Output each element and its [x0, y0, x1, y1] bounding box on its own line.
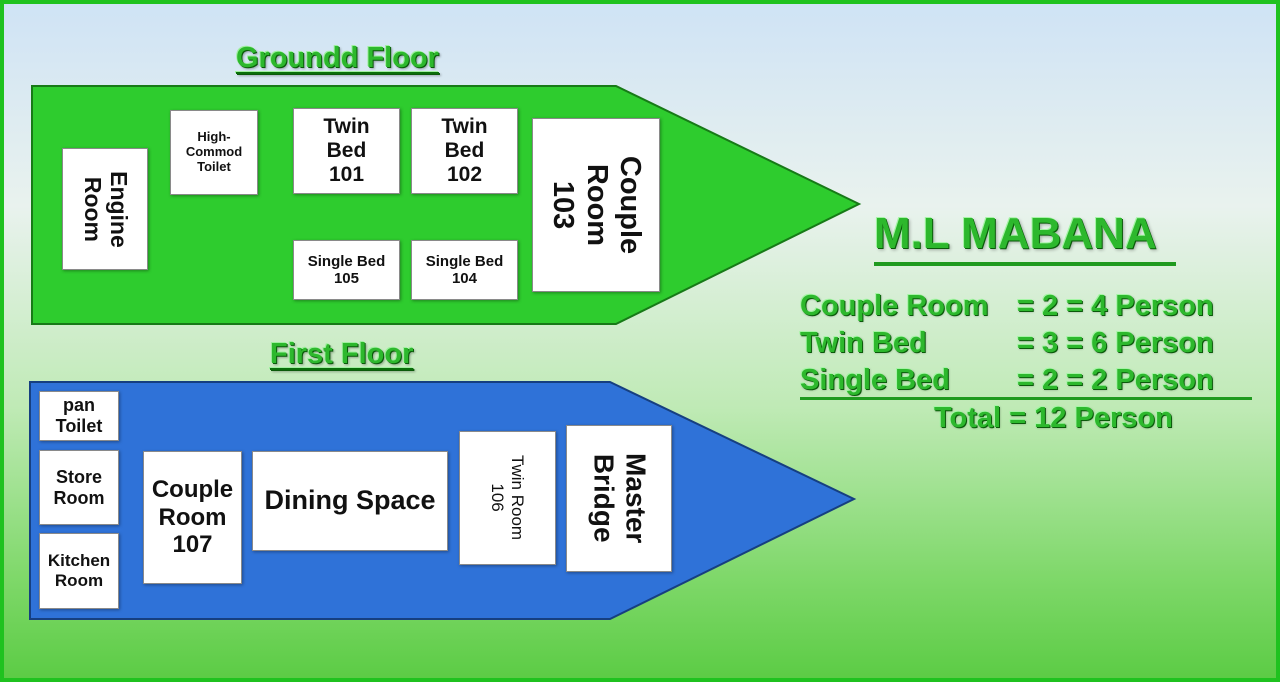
summary-label-couple-room: Couple Room	[800, 290, 989, 322]
room-couple-room-103: Couple Room 103	[532, 118, 660, 292]
boat-name-underline	[874, 262, 1176, 266]
summary-label-twin-bed: Twin Bed	[800, 327, 927, 359]
boat-name: M.L MABANA	[874, 209, 1157, 258]
summary-value-twin-bed: = 3 = 6 Person	[1017, 327, 1214, 359]
summary-label-single-bed: Single Bed	[800, 364, 950, 396]
room-dining-space: Dining Space	[252, 451, 448, 551]
room-single-bed-105: Single Bed 105	[293, 240, 400, 300]
first-floor-title: First Floor	[270, 338, 414, 370]
room-kitchen-room: Kitchen Room	[39, 533, 119, 609]
summary-underline	[800, 397, 1252, 400]
summary-value-couple-room: = 2 = 4 Person	[1017, 290, 1214, 322]
room-master-bridge: Master Bridge	[566, 425, 672, 572]
room-pan-toilet: pan Toilet	[39, 391, 119, 441]
room-store-room: Store Room	[39, 450, 119, 525]
ground-floor-title: Groundd Floor	[236, 42, 439, 74]
room-engine-room: Engine Room	[62, 148, 148, 270]
room-couple-room-107: Couple Room 107	[143, 451, 242, 584]
room-twin-bed-101: Twin Bed 101	[293, 108, 400, 194]
room-twin-bed-102: Twin Bed 102	[411, 108, 518, 194]
room-high-commod-toilet: High- Commod Toilet	[170, 110, 258, 195]
room-single-bed-104: Single Bed 104	[411, 240, 518, 300]
summary-total: Total = 12 Person	[934, 402, 1173, 434]
room-twin-room-106: Twin Room 106	[459, 431, 556, 565]
summary-value-single-bed: = 2 = 2 Person	[1017, 364, 1214, 396]
